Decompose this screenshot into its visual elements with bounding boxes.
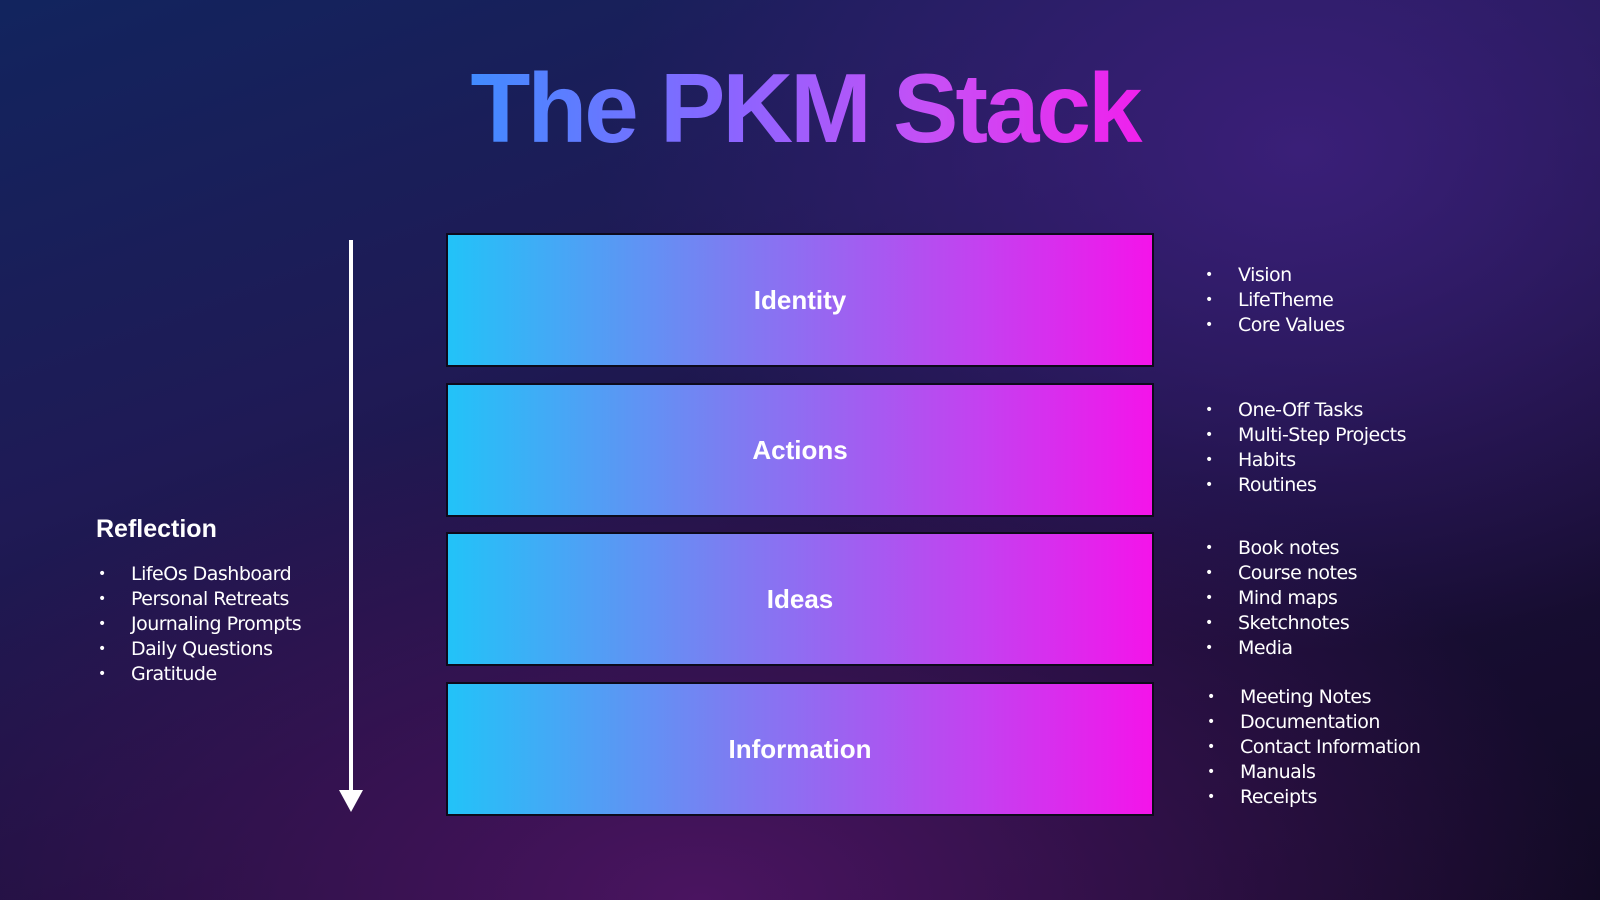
list-item: Habits (1205, 448, 1406, 473)
list-item: Mind maps (1205, 586, 1357, 611)
list-item: LifeOs Dashboard (98, 562, 301, 587)
list-item: Multi-Step Projects (1205, 423, 1407, 448)
reflection-heading: Reflection (96, 515, 217, 543)
page-title: The PKM Stack (465, 52, 1145, 165)
list-item: Documentation (1207, 710, 1420, 735)
down-arrow-line (349, 240, 353, 795)
list-item: Book notes (1205, 536, 1357, 561)
list-item: Manuals (1207, 760, 1420, 785)
actions-list: One-Off Tasks Multi-Step Projects Habits… (1205, 398, 1407, 498)
list-item: Meeting Notes (1207, 685, 1420, 710)
layer-information: Information (446, 682, 1154, 816)
list-item: One-Off Tasks (1205, 398, 1406, 423)
ideas-list: Book notes Course notes Mind maps Sketch… (1205, 536, 1358, 661)
list-item: Receipts (1207, 785, 1420, 810)
layer-identity: Identity (446, 233, 1154, 367)
reflection-list: LifeOs Dashboard Personal Retreats Journ… (98, 562, 302, 687)
list-item: Journaling Prompts (98, 612, 302, 637)
list-item: Vision (1205, 263, 1345, 288)
information-list: Meeting Notes Documentation Contact Info… (1207, 685, 1421, 810)
layer-ideas: Ideas (446, 532, 1154, 666)
list-item: Sketchnotes (1205, 611, 1357, 636)
list-item: LifeTheme (1205, 288, 1345, 313)
layer-actions: Actions (446, 383, 1154, 517)
list-item: Media (1205, 636, 1357, 661)
arrow-down-icon (339, 790, 363, 812)
list-item: Course notes (1205, 561, 1358, 586)
identity-list: Vision LifeTheme Core Values (1205, 263, 1345, 338)
list-item: Daily Questions (98, 637, 301, 662)
list-item: Routines (1205, 473, 1406, 498)
list-item: Contact Information (1207, 735, 1421, 760)
list-item: Personal Retreats (98, 587, 301, 612)
list-item: Gratitude (98, 662, 301, 687)
list-item: Core Values (1205, 313, 1345, 338)
